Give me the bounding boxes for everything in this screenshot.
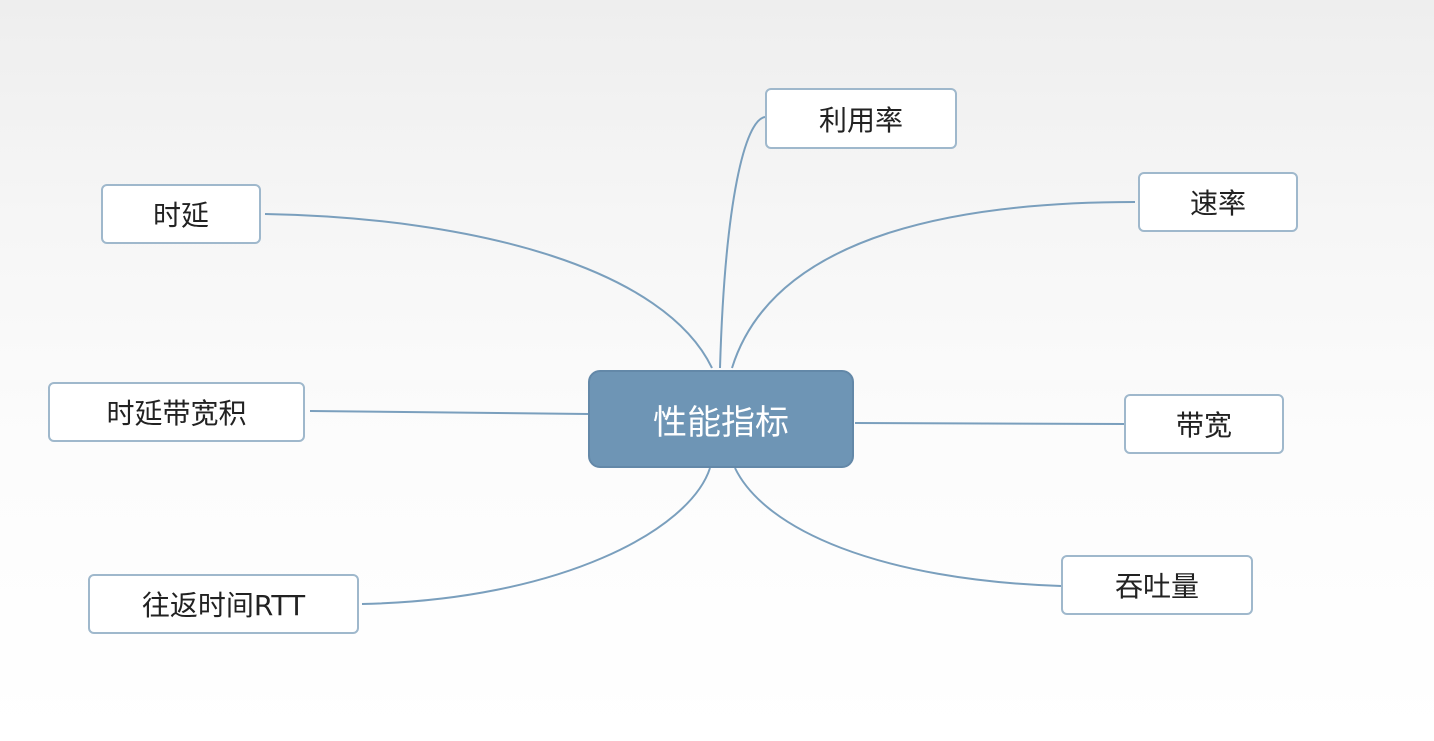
node-throughput[interactable]: 吞吐量: [1061, 555, 1253, 615]
center-node-label: 性能指标: [653, 402, 789, 443]
connector-throughput: [734, 467, 1062, 587]
connector-bdp: [309, 410, 589, 415]
connector-rate: [731, 201, 1136, 369]
node-rtt-label: 往返时间RTT: [141, 589, 306, 622]
node-utilization[interactable]: 利用率: [765, 88, 957, 149]
node-rtt[interactable]: 往返时间RTT: [88, 574, 359, 634]
node-utilization-label: 利用率: [818, 103, 903, 137]
node-rate-label: 速率: [1189, 187, 1246, 220]
connector-bandwidth: [854, 422, 1125, 425]
node-delay-label: 时延: [152, 199, 209, 232]
node-bandwidth-label: 带宽: [1175, 409, 1232, 442]
center-node[interactable]: 性能指标: [588, 370, 854, 468]
node-bdp[interactable]: 时延带宽积: [48, 382, 305, 442]
node-delay[interactable]: 时延: [101, 184, 261, 244]
node-bdp-label: 时延带宽积: [106, 397, 247, 430]
connector-delay: [264, 213, 713, 369]
node-throughput-label: 吞吐量: [1114, 570, 1199, 603]
connector-rtt: [361, 467, 711, 605]
connector-utilization: [719, 116, 766, 369]
node-bandwidth[interactable]: 带宽: [1124, 394, 1284, 454]
node-rate[interactable]: 速率: [1138, 172, 1298, 232]
